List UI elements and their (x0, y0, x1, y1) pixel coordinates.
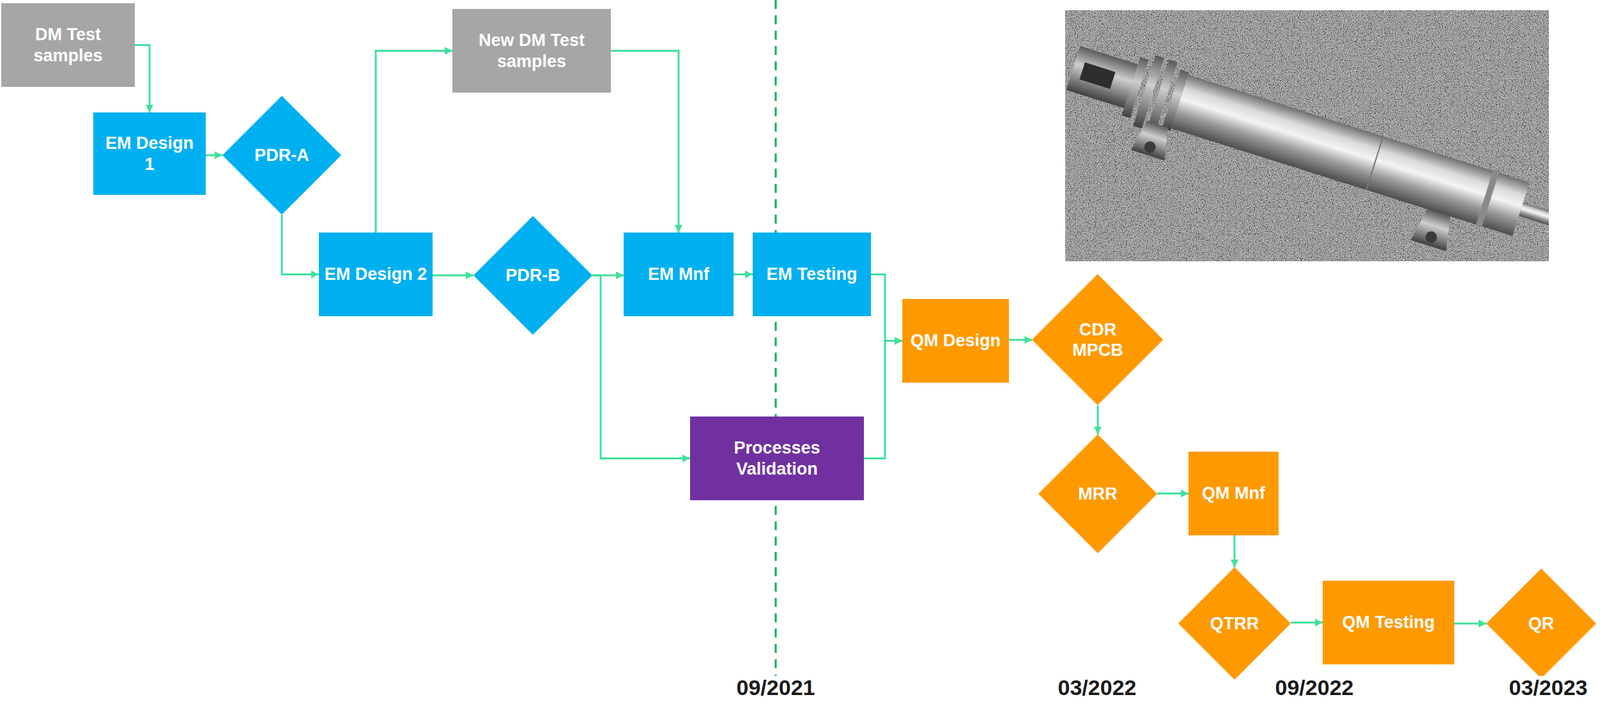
node-label: PDR-B (500, 265, 566, 286)
actuator-body (1065, 32, 1549, 262)
node-label: Processes Validation (690, 437, 864, 480)
process-box: Processes Validation (690, 416, 864, 501)
decision-diamond: PDR-A (222, 95, 342, 215)
node-label: QR (1523, 613, 1560, 634)
diamond-shape (1031, 274, 1163, 406)
flow-arrow (1290, 621, 1323, 624)
process-box: EM Design 2 (318, 232, 433, 317)
flow-arrow (1097, 405, 1100, 435)
milestone-date: 03/2023 (1506, 676, 1591, 700)
node-label: QM Mnf (1196, 483, 1271, 504)
process-box: EM Mnf (623, 232, 734, 317)
tube-joint (1366, 136, 1383, 190)
decision-diamond: MRR (1038, 434, 1158, 554)
milestone-date: 09/2022 (1272, 676, 1357, 700)
node-label: QM Design (905, 330, 1006, 351)
node-label: EM Mnf (642, 263, 715, 285)
flow-arrow (863, 341, 903, 459)
process-box: QM Design (902, 299, 1009, 383)
process-box: QM Mnf (1188, 451, 1279, 536)
flow-arrow (375, 51, 453, 234)
timeline-divider (775, 0, 777, 704)
flow-arrow (610, 51, 679, 234)
flow-arrow (205, 154, 223, 157)
flow-arrow (1157, 492, 1189, 495)
actuator-tube (1171, 74, 1530, 236)
node-label: PDR-A (249, 145, 315, 166)
flow-arrow (1008, 339, 1032, 342)
decision-diamond: QTRR (1178, 567, 1291, 680)
milestone-date: 03/2022 (1055, 676, 1140, 700)
flow-arrow (134, 45, 150, 114)
node-label: MRR (1072, 483, 1123, 505)
decision-diamond: PDR-B (473, 215, 593, 335)
milestone-date: 09/2021 (734, 676, 818, 700)
granite-texture (1065, 10, 1549, 262)
node-label: New DM Test samples (452, 30, 611, 72)
mount-clamp (1130, 118, 1175, 161)
flow-arrow (1454, 623, 1487, 625)
process-box: EM Design 1 (93, 112, 206, 195)
process-box: QM Testing (1322, 580, 1455, 665)
mount-hole (1142, 139, 1158, 155)
actuator-photo (1065, 10, 1549, 262)
mount-hole (1423, 230, 1439, 245)
process-box: EM Testing (752, 232, 871, 317)
flow-arrow (733, 273, 753, 276)
diamond-shape (1178, 567, 1291, 680)
node-label: DM Test samples (1, 24, 135, 66)
mount-clamp (1410, 207, 1457, 252)
flow-arrow (870, 274, 903, 342)
node-label: QTRR (1205, 613, 1265, 634)
actuator-rod (1518, 202, 1549, 232)
diamond-shape (473, 215, 593, 335)
decision-diamond: CDR MPCB (1031, 274, 1163, 406)
decision-diamond: QR (1486, 568, 1597, 679)
process-box: DM Test samples (1, 3, 135, 87)
flow-arrow (1233, 535, 1236, 568)
diamond-shape (1486, 568, 1597, 679)
node-label: EM Design 2 (319, 263, 433, 285)
node-label: QM Testing (1337, 612, 1441, 633)
diamond-shape (1038, 434, 1158, 554)
tube-ring (1475, 169, 1500, 229)
node-label: CDR MPCB (1059, 319, 1137, 362)
flow-arrow (281, 214, 319, 275)
cage-slot (1079, 62, 1116, 90)
flow-arrow (432, 274, 474, 277)
node-label: EM Testing (761, 263, 862, 285)
process-box: New DM Test samples (452, 8, 611, 93)
node-label: EM Design 1 (93, 132, 206, 175)
diamond-shape (222, 95, 342, 215)
diamond-outline (1031, 274, 1163, 406)
granite-ground (1065, 10, 1549, 262)
